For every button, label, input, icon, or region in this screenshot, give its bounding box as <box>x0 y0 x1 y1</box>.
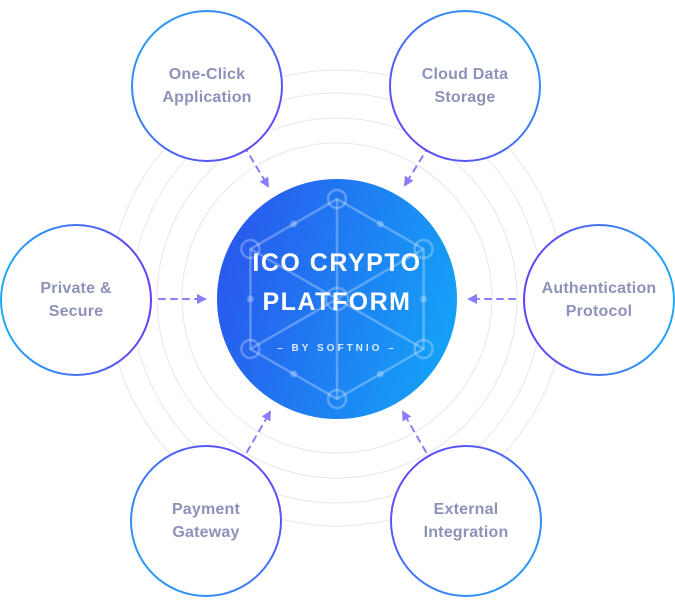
satellite-inner: Cloud Data Storage <box>391 12 539 160</box>
hexagon-network-icon <box>240 188 434 410</box>
satellite-label: Application <box>162 89 252 106</box>
satellite-label: Protocol <box>565 303 633 320</box>
satellite-label: Authentication <box>541 279 657 297</box>
satellite-inner: Payment Gateway <box>132 447 280 595</box>
platform-text-block: ICO CRYPTO PLATFORM – BY SOFTNIO – <box>252 244 421 355</box>
satellite-label: Integration <box>423 524 509 541</box>
satellite-label: Gateway <box>172 524 240 541</box>
satellite-label: External <box>433 500 499 518</box>
platform-title-line1: ICO CRYPTO <box>252 248 422 277</box>
satellite-label: Private & <box>40 279 112 297</box>
satellite-label: Cloud Data <box>421 65 509 83</box>
satellite-label: One-Click <box>168 65 246 83</box>
platform-title-line2: PLATFORM <box>262 287 412 316</box>
satellite-label: Storage <box>434 89 496 106</box>
platform-circle: ICO CRYPTO PLATFORM – BY SOFTNIO – <box>217 179 457 419</box>
satellite-external-integration: External Integration <box>390 445 542 597</box>
satellite-inner: External Integration <box>392 447 540 595</box>
satellite-inner: One-Click Application <box>133 12 281 160</box>
satellite-cloud-data-storage: Cloud Data Storage <box>389 10 541 162</box>
platform-byline: – BY SOFTNIO – <box>277 343 397 355</box>
orbit-ring-1 <box>181 142 493 454</box>
satellite-authentication-protocol: Authentication Protocol <box>523 224 675 376</box>
satellite-inner: Authentication Protocol <box>525 226 673 374</box>
connector-arrow-one-click <box>243 145 270 188</box>
satellite-one-click-application: One-Click Application <box>131 10 283 162</box>
connector-arrow-cloud-data <box>403 145 430 187</box>
satellite-private-secure: Private & Secure <box>0 224 152 376</box>
satellite-label: Secure <box>48 303 104 320</box>
satellite-inner: Private & Secure <box>2 226 150 374</box>
connector-arrow-external <box>402 410 427 453</box>
satellite-label: Payment <box>171 500 241 518</box>
satellite-payment-gateway: Payment Gateway <box>130 445 282 597</box>
dashed-connectors <box>158 145 516 453</box>
orbit-ring-2 <box>156 117 518 479</box>
connector-arrow-payment <box>246 410 271 453</box>
